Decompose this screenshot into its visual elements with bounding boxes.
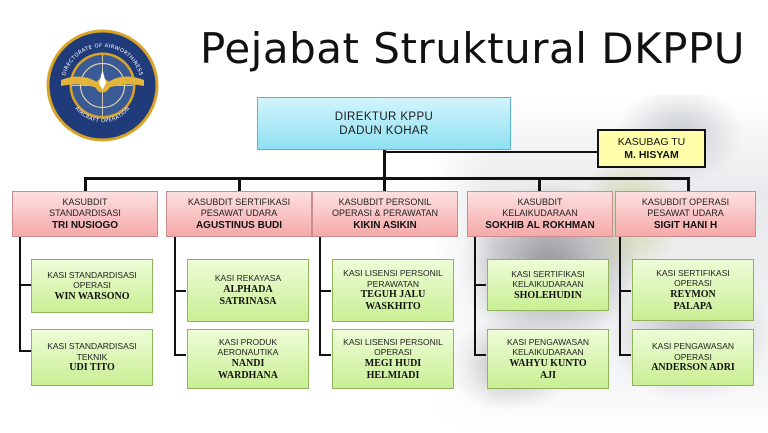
- section-title-line2: KELAIKUDARAAN: [512, 279, 584, 289]
- sub-title-line1: KASUBDIT SERTIFIKASI: [187, 197, 291, 207]
- section-standardisasi-operasi: KASI STANDARDISASI OPERASI WIN WARSONO: [31, 259, 153, 313]
- page-title: Pejabat Struktural DKPPU: [200, 24, 746, 73]
- section-title-line1: KASI PENGAWASAN: [651, 341, 735, 351]
- connector-kasubag: [384, 151, 598, 153]
- subdirectorate-sertifikasi-pesawat: KASUBDIT SERTIFIKASI PESAWAT UDARA AGUST…: [166, 191, 312, 237]
- kasubag-box: KASUBAG TU M. HISYAM: [597, 129, 706, 168]
- connector-sub-5: [687, 177, 690, 192]
- connector-branch-4: [474, 237, 476, 355]
- connector-branch-3: [319, 237, 321, 355]
- section-rekayasa: KASI REKAYASA ALPHADA SATRINASA: [187, 259, 309, 322]
- section-title-line2: AERONAUTIKA: [217, 347, 279, 357]
- director-title: DIREKTUR KPPU: [334, 110, 434, 123]
- section-title-line1: KASI REKAYASA: [214, 273, 282, 284]
- section-name-line1: MEGI HUDI: [364, 357, 422, 369]
- connector-branch-1: [19, 237, 21, 351]
- section-name-line1: UDI TITO: [69, 362, 115, 373]
- section-name-line1: NANDI: [231, 357, 265, 369]
- sub-title-line2: OPERASI & PERAWATAN: [331, 208, 439, 218]
- section-name-line2: WARDHANA: [218, 369, 278, 381]
- section-name-line2: SATRINASA: [219, 295, 277, 307]
- section-title-line1: KASI STANDARDISASI: [47, 341, 137, 351]
- section-name-line1: ALPHADA: [223, 283, 273, 295]
- section-sertifikasi-kelaikudaraan: KASI SERTIFIKASI KELAIKUDARAAN SHOLEHUDI…: [487, 259, 609, 311]
- sub-title-line2: KELAIKUDARAAN: [502, 208, 578, 218]
- sub-name: SIGIT HANI H: [653, 220, 718, 231]
- connector-sub-3: [383, 177, 386, 192]
- section-title-line1: KASI PRODUK: [218, 336, 278, 347]
- connector-branch-2: [174, 237, 176, 355]
- section-title-line2: OPERASI: [374, 347, 412, 357]
- subdirectorate-personil: KASUBDIT PERSONIL OPERASI & PERAWATAN KI…: [312, 191, 458, 237]
- section-lisensi-operasi: KASI LISENSI PERSONIL OPERASI MEGI HUDI …: [332, 329, 454, 389]
- connector-branch-3a: [319, 290, 331, 292]
- section-title-line1: KASI LISENSI PERSONIL: [343, 336, 443, 347]
- section-name-line1: ANDERSON ADRI: [651, 362, 735, 373]
- section-title-line1: KASI PENGAWASAN: [506, 336, 590, 347]
- subdirectorate-kelaikudaraan: KASUBDIT KELAIKUDARAAN SOKHIB AL ROKHMAN: [467, 191, 613, 237]
- section-sertifikasi-operasi: KASI SERTIFIKASI OPERASI REYMON PALAPA: [632, 259, 754, 321]
- section-title-line1: KASI SERTIFIKASI: [656, 267, 730, 278]
- section-lisensi-perawatan: KASI LISENSI PERSONIL PERAWATAN TEGUH JA…: [332, 259, 454, 322]
- section-pengawasan-operasi: KASI PENGAWASAN OPERASI ANDERSON ADRI: [632, 329, 754, 386]
- connector-sub-2: [238, 177, 241, 192]
- director-box: DIREKTUR KPPU DADUN KOHAR: [257, 97, 511, 150]
- connector-branch-5b: [619, 354, 631, 356]
- subdirectorate-operasi-pesawat: KASUBDIT OPERASI PESAWAT UDARA SIGIT HAN…: [615, 191, 756, 237]
- dkppu-logo: DIRECTORATE OF AIRWORTHINESS AIRCRAFT OP…: [46, 29, 159, 142]
- connector-branch-4a: [474, 284, 486, 286]
- connector-branch-2a: [174, 290, 186, 292]
- section-title-line2: OPERASI: [674, 351, 712, 362]
- section-name-line2: PALAPA: [673, 300, 713, 312]
- kasubag-name: M. HISYAM: [624, 148, 679, 161]
- sub-title-line1: KASUBDIT PERSONIL: [338, 197, 432, 207]
- section-name-line1: REYMON: [670, 288, 716, 300]
- connector-horizontal: [84, 177, 690, 180]
- connector-sub-1: [84, 177, 87, 192]
- section-pengawasan-kelaikudaraan: KASI PENGAWASAN KELAIKUDARAAN WAHYU KUNT…: [487, 329, 609, 389]
- section-title-line1: KASI LISENSI PERSONIL: [343, 268, 443, 278]
- section-name-line1: WIN WARSONO: [54, 290, 130, 302]
- connector-branch-3b: [319, 354, 331, 356]
- sub-name: TRI NUSIOGO: [51, 220, 119, 231]
- connector-sub-4: [538, 177, 541, 192]
- section-name-line1: WAHYU KUNTO: [509, 357, 587, 369]
- section-title-line2: TEKNIK: [76, 351, 108, 362]
- section-name-line2: WASKHITO: [365, 301, 421, 312]
- section-standardisasi-teknik: KASI STANDARDISASI TEKNIK UDI TITO: [31, 329, 153, 386]
- sub-name: SOKHIB AL ROKHMAN: [485, 220, 595, 231]
- connector-branch-1b: [19, 350, 31, 352]
- section-name-line1: TEGUH JALU: [360, 289, 426, 300]
- sub-title-line2: PESAWAT UDARA: [200, 208, 278, 218]
- section-name-line1: SHOLEHUDIN: [514, 289, 582, 301]
- connector-branch-5: [619, 237, 621, 355]
- kasubag-title: KASUBAG TU: [617, 135, 686, 148]
- connector-director-down: [383, 150, 386, 179]
- section-title-line1: KASI SERTIFIKASI: [511, 268, 585, 279]
- sub-title-line2: PESAWAT UDARA: [647, 208, 724, 218]
- section-title-line2: OPERASI: [73, 280, 111, 290]
- section-produk-aeronautika: KASI PRODUK AERONAUTIKA NANDI WARDHANA: [187, 329, 309, 389]
- sub-name: AGUSTINUS BUDI: [195, 220, 283, 231]
- subdirectorate-standardisasi: KASUBDIT STANDARDISASI TRI NUSIOGO: [12, 191, 158, 237]
- sub-title-line2: STANDARDISASI: [49, 208, 121, 218]
- section-title-line2: OPERASI: [674, 278, 712, 288]
- connector-branch-4b: [474, 354, 486, 356]
- section-title-line1: KASI STANDARDISASI: [47, 269, 137, 280]
- connector-branch-1a: [19, 284, 31, 286]
- section-name-line2: AJI: [539, 369, 557, 381]
- connector-branch-5a: [619, 290, 631, 292]
- sub-name: KIKIN ASIKIN: [353, 220, 417, 231]
- director-name: DADUN KOHAR: [339, 124, 429, 137]
- section-name-line2: HELMIADI: [366, 369, 420, 381]
- sub-title-line1: KASUBDIT: [517, 197, 563, 207]
- section-title-line2: KELAIKUDARAAN: [512, 347, 584, 357]
- section-title-line2: PERAWATAN: [367, 278, 419, 289]
- sub-title-line1: KASUBDIT: [62, 197, 108, 207]
- connector-branch-2b: [174, 354, 186, 356]
- sub-title-line1: KASUBDIT OPERASI: [641, 197, 730, 207]
